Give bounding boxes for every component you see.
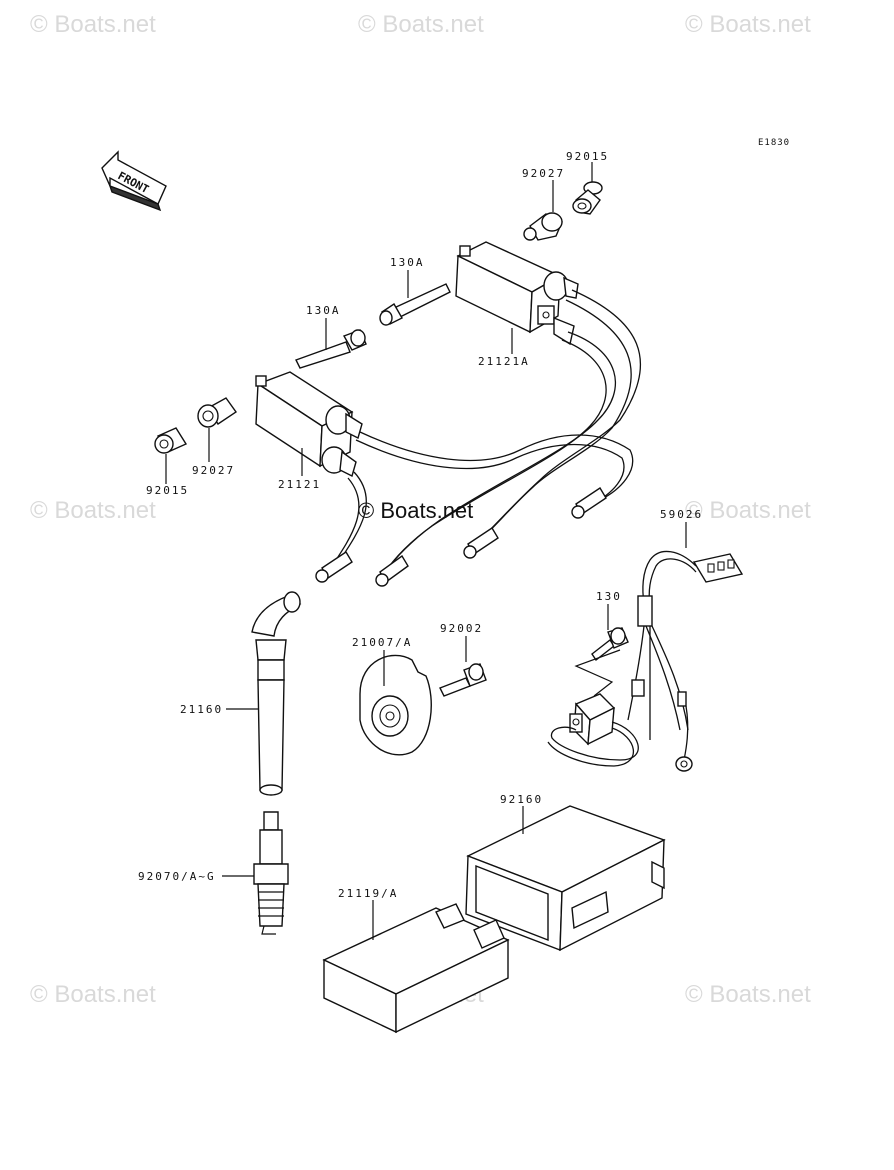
label-21160: 21160 (180, 703, 223, 716)
collar-92015-top (572, 181, 603, 215)
spark-plug-92070 (253, 811, 289, 935)
bolt-130A-left (295, 329, 367, 369)
label-92015-top: 92015 (566, 150, 609, 163)
bolt-92002 (439, 663, 487, 697)
label-21121A: 21121A (478, 355, 530, 368)
diagram-code: E1830 (758, 138, 790, 148)
wiring-harness-59026 (547, 550, 744, 772)
timing-rotor-21007A (359, 654, 432, 756)
watermark-mid-right: © Boats.net (685, 497, 811, 524)
label-130A-left: 130A (306, 304, 341, 317)
bolt-130 (591, 627, 629, 662)
label-59026: 59026 (660, 508, 703, 521)
front-arrow-icon: FRONT (101, 150, 167, 212)
label-92027-top: 92027 (522, 167, 565, 180)
label-92070: 92070/A~G (138, 870, 216, 883)
watermark-top-right: © Boats.net (685, 11, 811, 38)
label-130: 130 (596, 590, 622, 603)
watermark-top-center: © Boats.net (358, 11, 484, 38)
ignition-coil-21121 (255, 371, 363, 478)
watermark-top-left: © Boats.net (30, 11, 156, 38)
collar-92027-left (197, 397, 237, 428)
label-92015-left: 92015 (146, 484, 189, 497)
label-21007A: 21007/A (352, 636, 412, 649)
spark-plug-cap-21160 (251, 591, 302, 796)
collar-92027-top (523, 212, 563, 241)
label-92002: 92002 (440, 622, 483, 635)
label-92027-left: 92027 (192, 464, 235, 477)
label-130A-top: 130A (390, 256, 425, 269)
label-21119A: 21119/A (338, 887, 398, 900)
watermarks: © Boats.net © Boats.net © Boats.net © Bo… (30, 11, 811, 1008)
watermark-mid-left: © Boats.net (30, 497, 156, 524)
watermark-bottom-right: © Boats.net (685, 981, 811, 1008)
igniter-case-92160 (465, 805, 666, 952)
igniter-21119A (322, 903, 510, 1034)
ignition-coil-21121A (455, 241, 579, 346)
label-92160: 92160 (500, 793, 543, 806)
label-21121: 21121 (278, 478, 321, 491)
watermark-bottom-left: © Boats.net (30, 981, 156, 1008)
high-tension-wires (315, 289, 642, 587)
bolt-130A-top (379, 283, 451, 326)
collar-92015-left (154, 427, 188, 454)
